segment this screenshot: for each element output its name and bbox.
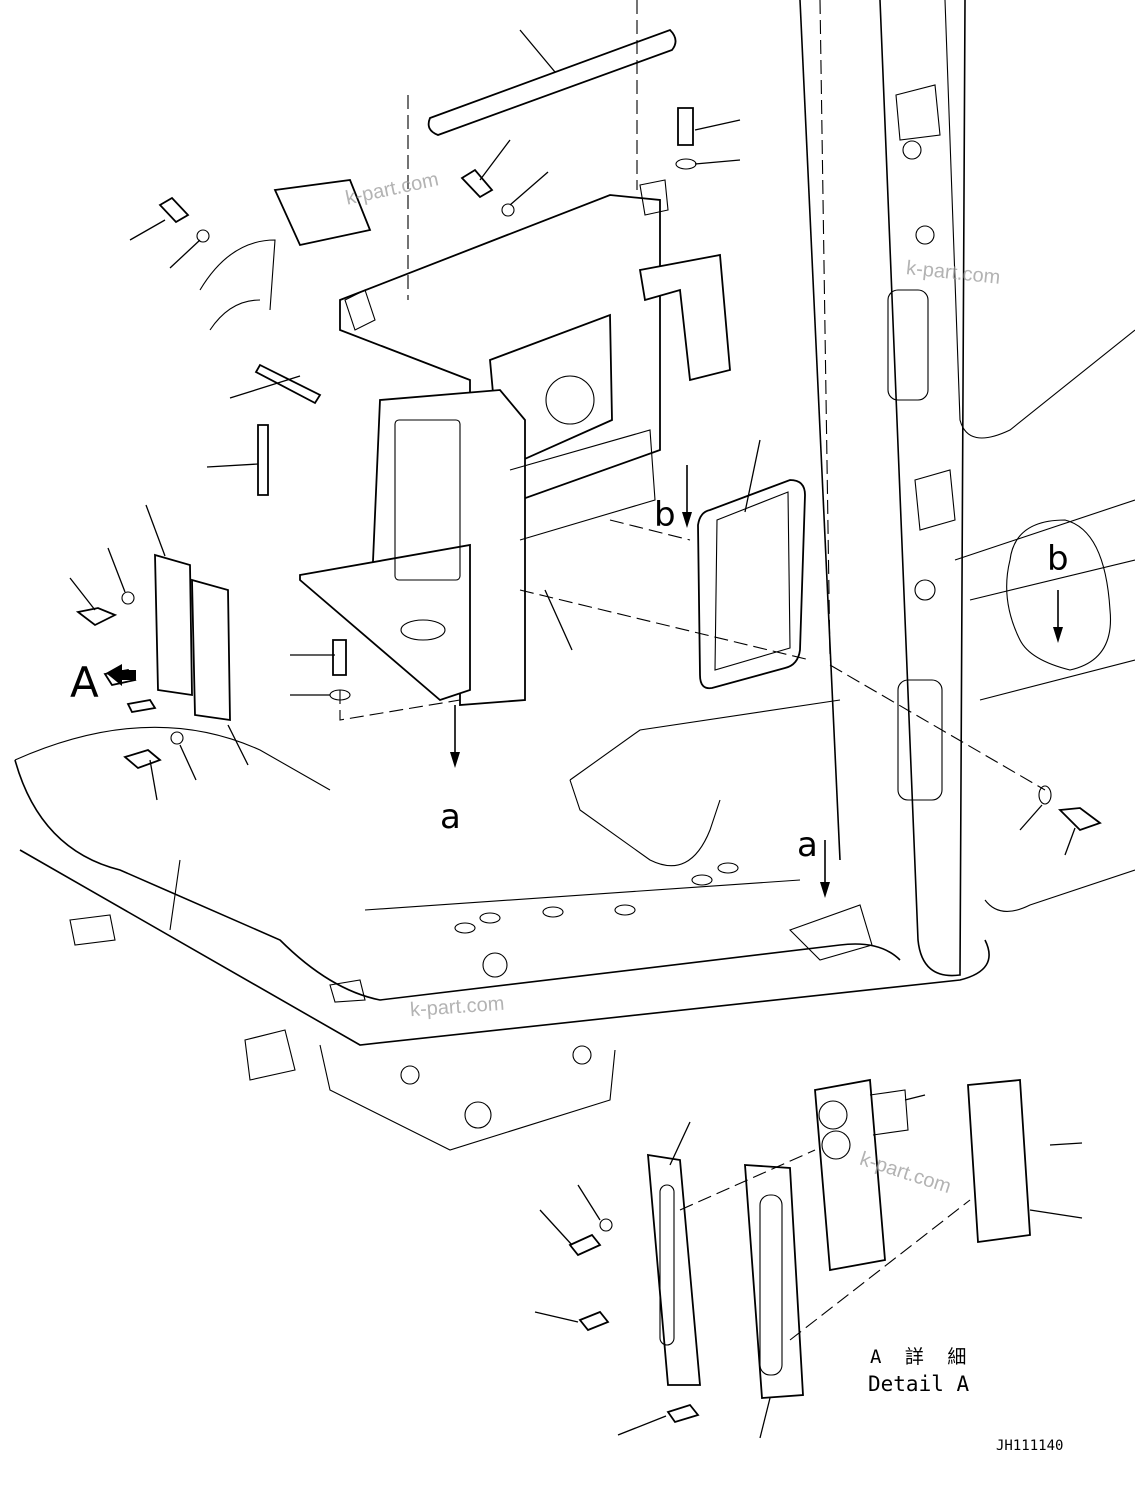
view-b-outline	[1006, 519, 1112, 671]
rods	[206, 363, 322, 496]
gasket	[697, 439, 806, 690]
view-a-label: A	[70, 658, 99, 707]
detail-a-title-japanese: A 詳 細	[870, 1346, 973, 1368]
detail-a-title-english: Detail A	[868, 1372, 970, 1396]
drawing-number: JH111140	[996, 1438, 1064, 1454]
projection-lines	[339, 0, 1046, 791]
cab-frame	[14, 0, 1135, 1151]
leader-lines	[69, 119, 1076, 856]
arrow-b-label-bracket: b	[654, 495, 676, 535]
arrow-b-label-frame: b	[1047, 539, 1069, 579]
arrow-a-label-frame: a	[797, 825, 818, 865]
harness-connector-top-left	[199, 179, 372, 331]
arrow-a-label-bracket: a	[440, 797, 461, 837]
detail-a-assembly	[534, 1078, 1083, 1439]
direction-arrows	[106, 465, 1063, 898]
bolts	[75, 107, 1102, 832]
controller-bracket	[299, 179, 731, 706]
mounting-strap	[427, 28, 677, 136]
floor-bosses	[454, 862, 739, 934]
connector-panel	[103, 504, 249, 766]
